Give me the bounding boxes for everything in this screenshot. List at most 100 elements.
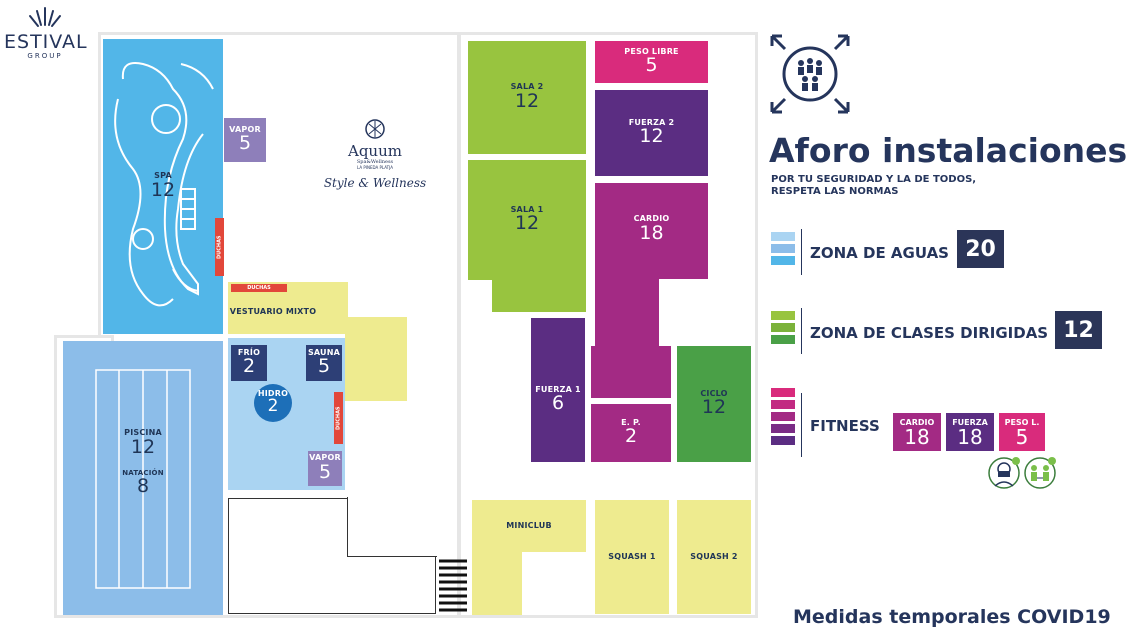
estival-logo: ESTIVAL GROUP bbox=[4, 5, 88, 63]
fitness-divider bbox=[801, 393, 802, 457]
ciclo-label: CICLO bbox=[700, 388, 728, 398]
fitness-cardio-value: 18 bbox=[904, 424, 930, 449]
room-cardio-ext2 bbox=[591, 346, 671, 398]
fitness-cardio-badge: CARDIO 18 bbox=[893, 413, 941, 451]
fitness-fuerza-value: 18 bbox=[957, 424, 983, 449]
sun-rays-icon bbox=[29, 7, 61, 27]
vapor-top-label: VAPOR bbox=[229, 124, 261, 134]
fuerza1-value: 6 bbox=[551, 392, 565, 415]
panel-subtitle-2: RESPETA LAS NORMAS bbox=[771, 186, 899, 197]
zona-clases-swatch bbox=[771, 311, 795, 344]
room-ciclo: CICLO 12 bbox=[677, 346, 751, 462]
vestuario-label: VESTUARIO MIXTO bbox=[229, 306, 317, 316]
room-sala1: SALA 1 12 bbox=[468, 160, 586, 280]
zona-aguas-divider bbox=[801, 229, 802, 275]
spa-label: SPA bbox=[154, 171, 172, 181]
ciclo-value: 12 bbox=[701, 396, 727, 419]
vapor-bottom-label: VAPOR bbox=[309, 453, 341, 463]
zona-aguas-label: ZONA DE AGUAS bbox=[810, 244, 949, 262]
storage-room-notch bbox=[347, 497, 437, 557]
fitness-swatch bbox=[771, 388, 795, 445]
room-fuerza1: FUERZA 1 6 bbox=[531, 318, 585, 462]
room-vestuario-bg-right bbox=[345, 317, 407, 401]
room-sala2: SALA 2 12 bbox=[468, 41, 586, 154]
zona-clases-label: ZONA DE CLASES DIRIGIDAS bbox=[810, 324, 1049, 342]
aquum-tagline: Style & Wellness bbox=[323, 176, 427, 190]
room-sala1-ext bbox=[492, 278, 586, 312]
aquum-name: Aquum bbox=[348, 142, 402, 160]
peso-libre-value: 5 bbox=[645, 54, 658, 77]
miniclub-label: MINICLUB bbox=[506, 520, 552, 530]
spa-pool-outline-icon bbox=[114, 62, 214, 307]
aquum-sub1: Spa&Wellness bbox=[356, 159, 394, 165]
duchas-vestuario: DUCHAS bbox=[231, 284, 287, 292]
ep-value: 2 bbox=[624, 425, 638, 448]
fitness-fuerza-badge: FUERZA 18 bbox=[946, 413, 994, 451]
squash1-label: SQUASH 1 bbox=[608, 551, 656, 561]
room-vapor-bottom: VAPOR 5 bbox=[308, 451, 342, 486]
zona-aguas-swatch bbox=[771, 232, 795, 265]
peso-libre-label: PESO LIBRE bbox=[624, 46, 679, 56]
fitness-label: FITNESS bbox=[810, 417, 880, 435]
sala2-value: 12 bbox=[514, 89, 540, 112]
ep-label: E. P. bbox=[621, 417, 641, 427]
aquum-brand: Aquum Spa&Wellness LA PINEDA PLATJA Styl… bbox=[320, 118, 430, 208]
room-miniclub-ext bbox=[472, 550, 522, 615]
social-distance-icon bbox=[1024, 457, 1056, 489]
aquum-sub2: LA PINEDA PLATJA bbox=[357, 165, 393, 170]
pool-lanes-icon bbox=[95, 369, 191, 589]
room-cardio: CARDIO 18 bbox=[595, 183, 708, 279]
fuerza1-label: FUERZA 1 bbox=[535, 384, 581, 394]
duchas-hidro: DUCHAS bbox=[334, 392, 343, 444]
piscina-label: PISCINA bbox=[124, 427, 162, 437]
squash2-label: SQUASH 2 bbox=[690, 551, 738, 561]
room-peso-libre: PESO LIBRE 5 bbox=[595, 41, 708, 83]
cardio-label: CARDIO bbox=[633, 214, 670, 223]
duchas-vestuario-label: DUCHAS bbox=[247, 285, 271, 291]
room-ep: E. P. 2 bbox=[591, 404, 671, 462]
piscina-value: 12 bbox=[130, 435, 156, 458]
sala1-label: SALA 1 bbox=[510, 204, 544, 214]
footer-covid: Medidas temporales COVID19 bbox=[793, 606, 1111, 628]
hidro-value: 2 bbox=[267, 396, 279, 417]
logo-sub: GROUP bbox=[27, 52, 63, 60]
fitness-peso-badge: PESO L. 5 bbox=[999, 413, 1045, 451]
room-squash2: SQUASH 2 bbox=[677, 500, 751, 614]
natacion-value: 8 bbox=[136, 475, 150, 498]
room-squash1: SQUASH 1 bbox=[595, 500, 669, 614]
room-cardio-ext bbox=[595, 278, 659, 348]
zona-clases-divider bbox=[801, 308, 802, 354]
stairs-icon bbox=[439, 559, 467, 612]
room-sauna: SAUNA 5 bbox=[306, 345, 342, 381]
sauna-label: SAUNA bbox=[307, 347, 341, 357]
room-piscina: PISCINA 12 NATACIÓN 8 bbox=[63, 341, 223, 615]
room-miniclub: MINICLUB bbox=[472, 500, 586, 552]
hidro-label: HIDRO bbox=[257, 388, 289, 398]
zona-clases-value: 12 bbox=[1055, 311, 1102, 349]
natacion-label: NATACIÓN bbox=[122, 468, 164, 477]
room-vapor-top: VAPOR 5 bbox=[224, 118, 266, 162]
shell-icon bbox=[365, 119, 385, 139]
panel-subtitle-1: POR TU SEGURIDAD Y LA DE TODOS, bbox=[771, 174, 977, 185]
crowd-arrows-icon bbox=[770, 34, 850, 114]
duchas-spa: DUCHAS bbox=[215, 218, 224, 276]
zona-aguas-value: 20 bbox=[957, 230, 1004, 268]
frio-value: 2 bbox=[242, 355, 256, 378]
sala1-value: 12 bbox=[514, 212, 540, 235]
room-hidro: HIDRO 2 bbox=[254, 384, 292, 422]
room-vestuario-bg-mid bbox=[316, 282, 348, 334]
panel-title: Aforo instalaciones bbox=[769, 131, 1128, 170]
fitness-fuerza-label: FUERZA bbox=[952, 417, 988, 427]
fuerza2-label: FUERZA 2 bbox=[628, 117, 675, 127]
vapor-bottom-value: 5 bbox=[318, 460, 332, 483]
face-mask-icon bbox=[988, 457, 1020, 489]
room-fuerza2: FUERZA 2 12 bbox=[595, 90, 708, 176]
fitness-peso-value: 5 bbox=[1015, 424, 1029, 449]
room-frio: FRÍO 2 bbox=[231, 345, 267, 381]
sala2-label: SALA 2 bbox=[510, 82, 544, 92]
logo-brand: ESTIVAL bbox=[4, 31, 88, 53]
vapor-top-value: 5 bbox=[238, 132, 252, 155]
sauna-value: 5 bbox=[317, 355, 331, 378]
frio-label: FRÍO bbox=[237, 347, 261, 357]
fuerza2-value: 12 bbox=[639, 125, 664, 148]
